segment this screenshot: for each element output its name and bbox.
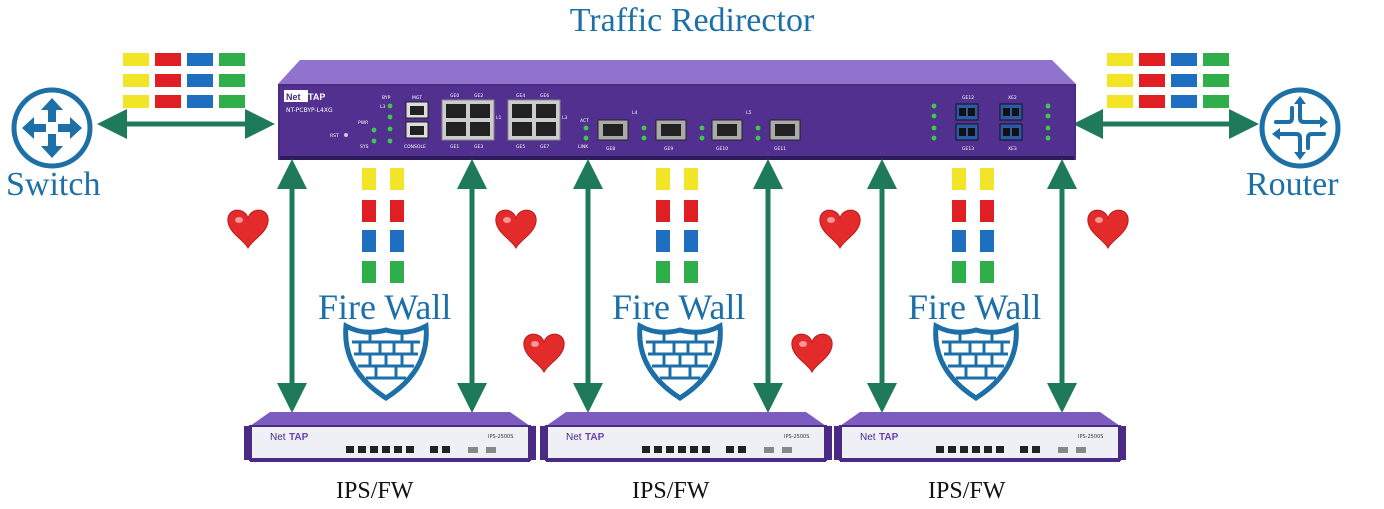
traffic-redirector-device: Net TAP NT-PCBYP-L4XG RST BYP PWR SYS L3… (278, 60, 1076, 160)
traffic-blocks-switch (123, 53, 245, 108)
label-ge7: GE7 (540, 144, 549, 150)
firewall-shield-icon-1 (346, 326, 427, 398)
label-l1: L1 (496, 115, 502, 121)
label-l4: L4 (632, 110, 638, 116)
label-ge2: GE2 (474, 93, 483, 99)
label-link-1: LINK (578, 144, 589, 150)
label-rst: RST (330, 133, 339, 139)
router-icon (1258, 86, 1342, 170)
label-byp: BYP (382, 95, 391, 101)
heart-icon-6 (791, 333, 833, 373)
label-ge6: GE6 (540, 93, 549, 99)
device-brand-tap: TAP (308, 92, 325, 102)
traffic-blocks-fw3 (952, 168, 994, 283)
label-ge1: GE1 (450, 144, 459, 150)
traffic-blocks-fw2 (656, 168, 698, 283)
traffic-blocks-fw1 (362, 168, 404, 283)
heart-icon-4 (1087, 209, 1129, 249)
label-l3-b: L3 (562, 115, 568, 121)
ips-label-3: IPS/FW (928, 478, 1006, 504)
ips-label-2: IPS/FW (632, 478, 710, 504)
switch-label: Switch (6, 166, 101, 203)
switch-icon (10, 86, 94, 170)
label-sys: SYS (360, 144, 369, 150)
label-ge13: GE13 (962, 146, 974, 152)
label-ge0: GE0 (450, 93, 459, 99)
device-model: NT-PCBYP-L4XG (286, 107, 333, 114)
ips-label-1: IPS/FW (336, 478, 414, 504)
label-ge12: GE12 (962, 95, 974, 101)
vertical-arrows (277, 159, 1077, 413)
label-l3: L3 (380, 104, 386, 110)
label-console: CONSOLE (404, 144, 426, 150)
label-ge10: GE10 (716, 146, 728, 152)
page-title: Traffic Redirector (569, 2, 815, 39)
label-xe3: XE3 (1008, 146, 1017, 152)
label-pwr: PWR (358, 120, 368, 126)
label-ge5: GE5 (516, 144, 525, 150)
label-ge9: GE9 (664, 146, 673, 152)
ips-device-2 (539, 411, 833, 463)
ips-device-1 (243, 411, 537, 463)
label-ge4: GE4 (516, 93, 525, 99)
firewall-shield-icon-2 (640, 326, 721, 398)
firewall-label-2: Fire Wall (612, 287, 746, 327)
heart-icon-1 (227, 209, 269, 249)
label-mgt: MGT (412, 95, 422, 101)
firewall-shield-icon-3 (936, 326, 1017, 398)
traffic-blocks-router (1107, 53, 1229, 108)
label-xe2: XE2 (1008, 95, 1017, 101)
device-brand-net: Net (286, 92, 301, 102)
label-ge3: GE3 (474, 144, 483, 150)
heart-icon-2 (495, 209, 537, 249)
firewall-label-3: Fire Wall (908, 287, 1042, 327)
label-act-1: ACT (580, 118, 589, 124)
heart-icon-3 (819, 209, 861, 249)
heart-icon-5 (523, 333, 565, 373)
label-l5: L5 (746, 110, 752, 116)
firewall-label-1: Fire Wall (318, 287, 452, 327)
router-label: Router (1246, 166, 1339, 203)
ips-device-3 (833, 411, 1127, 463)
label-ge8: GE8 (606, 146, 615, 152)
label-ge11: GE11 (774, 146, 786, 152)
